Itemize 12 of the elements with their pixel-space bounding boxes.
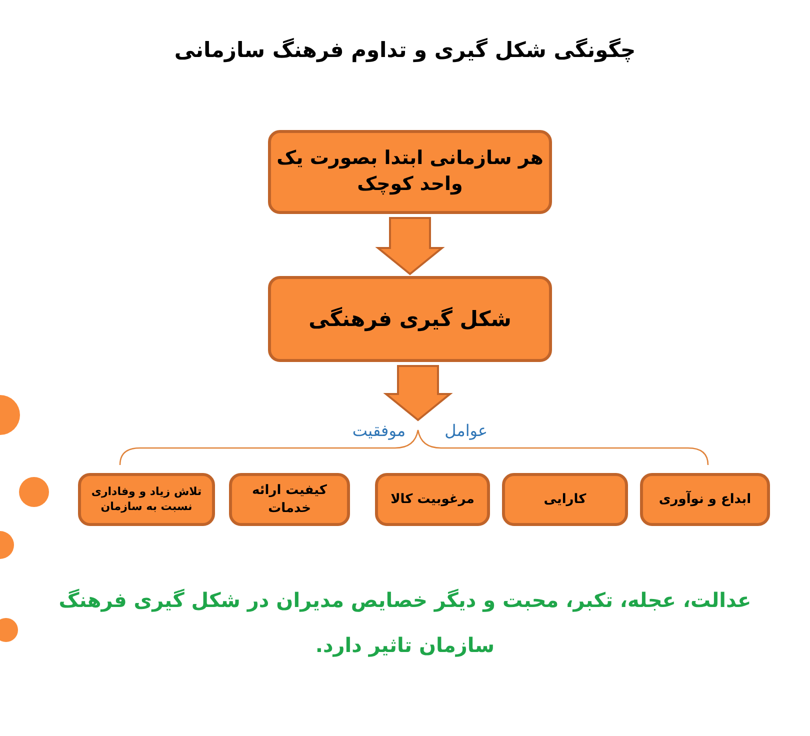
- group-label: عوامل موفقیت: [352, 420, 488, 440]
- title: چگونگی شکل گیری و تداوم فرهنگ سازمانی: [173, 38, 637, 62]
- block-arrow: [375, 217, 445, 276]
- process-box: شکل گیری فرهنگی: [268, 276, 552, 362]
- process-box: کیفیت ارائه خدمات: [229, 473, 350, 526]
- process-box: کارایی: [502, 473, 628, 526]
- note-text: عدالت، عجله، تکبر، محبت و دیگر خصایص مدیران در شکل گیری فرهنگ سازمان تاثیر دارد.: [58, 587, 752, 659]
- process-box: ابداع و نوآوری: [640, 473, 770, 526]
- process-box: مرغوبیت کالا: [375, 473, 490, 526]
- process-box: هر سازمانی ابتدا بصورت یک واحد کوچک: [268, 130, 552, 214]
- process-box: تلاش زیاد و وفاداری نسبت به سازمان: [78, 473, 215, 526]
- block-arrow: [383, 365, 453, 422]
